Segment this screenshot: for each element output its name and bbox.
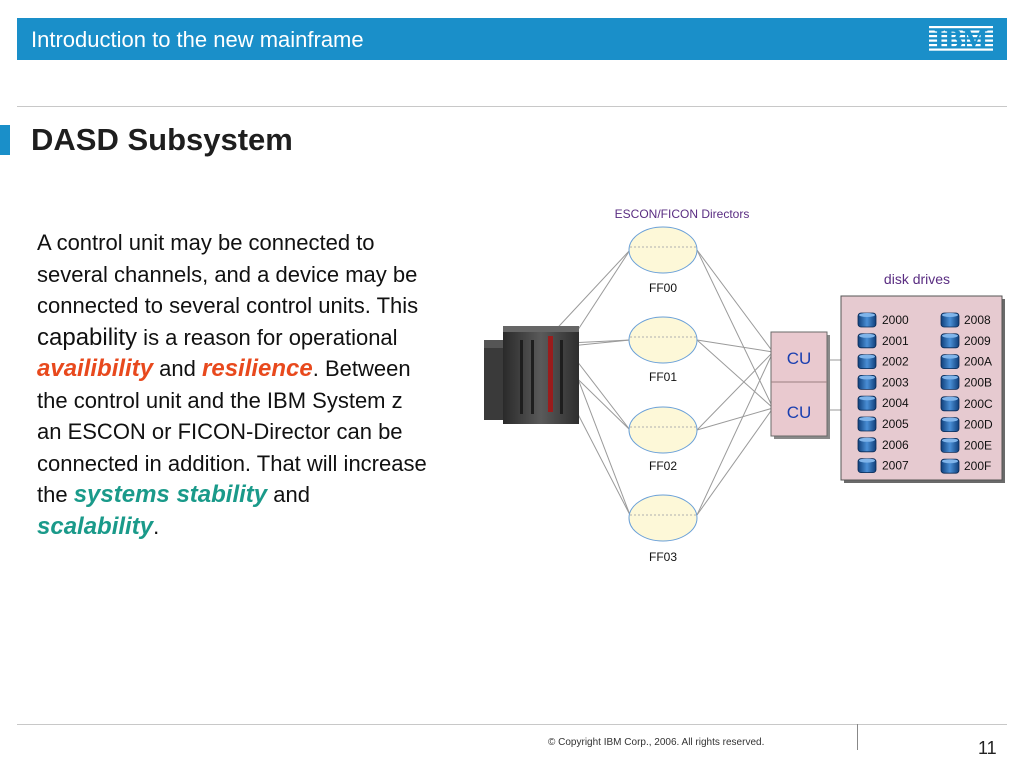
disk-id-label: 2005 (882, 417, 909, 431)
director-label: FF01 (649, 370, 677, 384)
disk-icon-top (942, 459, 958, 464)
slide-title: DASD Subsystem (31, 122, 293, 157)
disk-id-label: 200D (964, 418, 993, 432)
disk-id-label: 200F (964, 459, 991, 473)
disk-drive: 2008 (940, 312, 991, 328)
disk-drive: 2004 (857, 395, 909, 411)
para-part1: A control unit may be connected to sever… (37, 230, 419, 318)
para-resilience: resilience (202, 355, 313, 382)
disk-drive: 200B (940, 374, 992, 390)
copyright-text: © Copyright IBM Corp., 2006. All rights … (548, 737, 765, 748)
director-links (696, 249, 774, 516)
header-bar: Introduction to the new mainframe IBM (17, 18, 1007, 60)
disk-id-label: 2002 (882, 355, 909, 369)
body-paragraph: A control unit may be connected to sever… (37, 227, 432, 542)
control-unit-2: CU (787, 403, 812, 422)
para-part2: is a reason for operational (137, 324, 398, 350)
disk-icon-top (859, 417, 875, 421)
disk-id-label: 2004 (882, 396, 909, 410)
director-ff02: FF02 (628, 406, 698, 473)
disk-id-label: 200E (964, 438, 992, 452)
disk-drive: 200F (940, 458, 991, 474)
disk-id-label: 2008 (964, 313, 991, 327)
control-unit-stack: CU CU (770, 331, 830, 439)
disk-drive: 200C (940, 396, 993, 412)
director-label: FF02 (649, 459, 677, 473)
ibm-logo-text: IBM (934, 24, 988, 53)
disk-drives: 2000 2001 2002 2003 2004 2005 2006 2007 2008 2009… (857, 312, 993, 474)
disk-id-label: 200B (964, 375, 992, 389)
para-capability: capability (37, 323, 138, 351)
disk-drive: 200A (940, 354, 992, 370)
disk-drives-label: disk drives (884, 271, 950, 287)
disk-icon-top (859, 396, 875, 401)
disk-id-label: 200A (964, 355, 992, 369)
director-label: FF03 (649, 550, 677, 564)
disk-id-label: 2000 (882, 313, 909, 327)
disk-drive: 2002 (857, 354, 909, 370)
para-and1: and (153, 356, 202, 381)
disk-id-label: 2006 (882, 438, 909, 452)
disk-icon-top (942, 438, 958, 443)
disk-drive: 2006 (857, 437, 909, 453)
disk-id-label: 2001 (882, 334, 909, 348)
header-title: Introduction to the new mainframe (31, 27, 364, 52)
director-ff01: FF01 (628, 316, 698, 384)
ibm-logo: IBM (929, 24, 993, 53)
director-ff03: FF03 (628, 494, 698, 564)
disk-icon-top (859, 458, 875, 463)
disk-id-label: 2009 (964, 334, 991, 348)
para-scalability: scalability (37, 512, 154, 540)
director-ff00: FF00 (628, 226, 698, 295)
disk-icon-top (942, 396, 958, 401)
para-and2: and (267, 482, 310, 507)
disk-id-label: 2003 (882, 375, 909, 389)
para-stability: systems stability (73, 481, 268, 508)
disk-icon-top (942, 354, 958, 359)
disk-icon-top (859, 333, 875, 338)
title-marker (0, 125, 10, 155)
para-part3: . Between the control unit and the IBM S… (37, 356, 427, 507)
disk-drive: 200E (940, 437, 992, 453)
disk-icon-top (859, 437, 875, 442)
directors-label: ESCON/FICON Directors (615, 207, 750, 221)
disk-drive: 2005 (857, 416, 909, 432)
disk-drive: 200D (940, 417, 993, 433)
disk-drive: 2009 (940, 333, 991, 349)
footer-divider (857, 724, 858, 750)
top-divider (17, 106, 1007, 107)
disk-drive: 2001 (857, 333, 909, 349)
mainframe-icon (484, 326, 579, 424)
disk-id-label: 2007 (882, 459, 909, 473)
para-end: . (153, 513, 160, 539)
disk-icon-top (859, 375, 875, 380)
disk-drive: 2007 (857, 458, 909, 474)
disk-drive: 2000 (857, 312, 909, 328)
para-availability: availibility (37, 355, 154, 382)
director-label: FF00 (649, 281, 677, 295)
disk-icon-top (859, 313, 875, 317)
disk-id-label: 200C (964, 397, 993, 411)
disk-icon-top (942, 375, 958, 380)
control-unit-1: CU (787, 349, 812, 368)
disk-icon-top (942, 333, 958, 338)
page-number: 11 (978, 738, 997, 758)
disk-icon-top (942, 417, 958, 422)
disk-icon-top (859, 354, 875, 359)
bottom-divider (17, 724, 1007, 725)
disk-icon-top (942, 313, 958, 317)
disk-drive: 2003 (857, 374, 909, 390)
